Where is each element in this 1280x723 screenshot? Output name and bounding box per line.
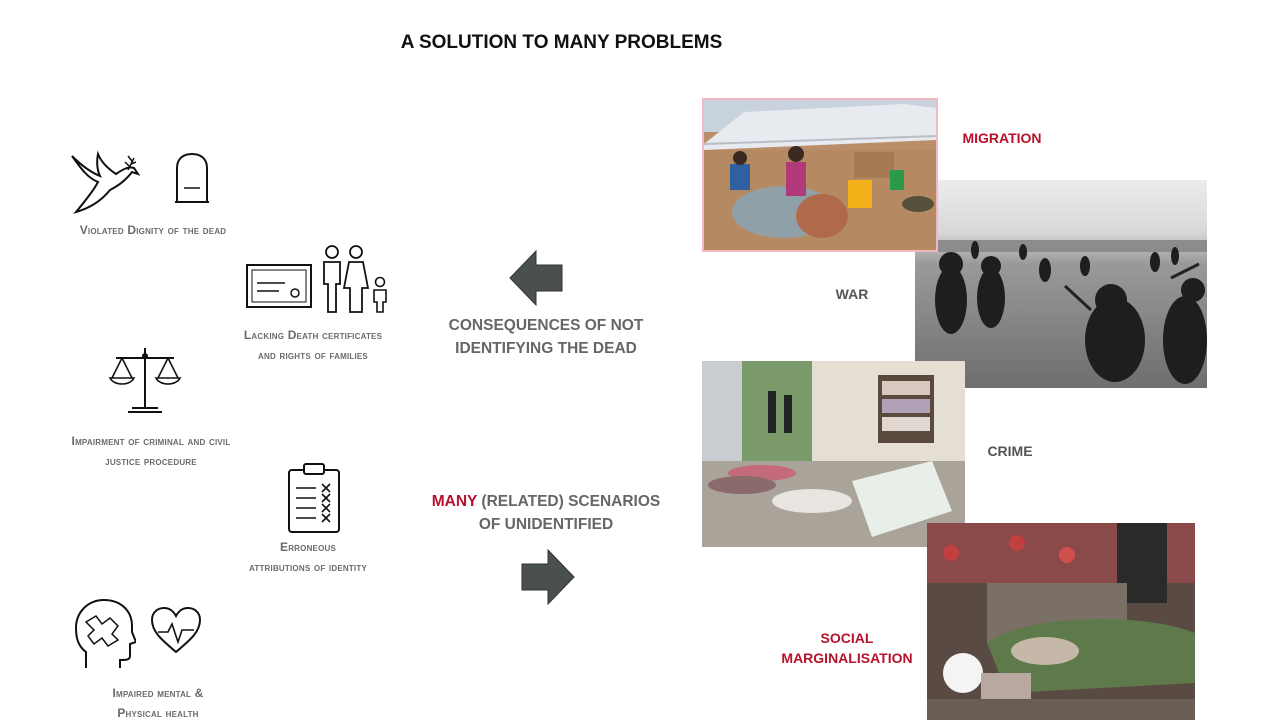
scales-icon (108, 346, 182, 414)
scenarios-heading: MANY (RELATED) SCENARIOS OF UNIDENTIFIED (420, 490, 672, 536)
scenarios-rest: (RELATED) SCENARIOS (477, 493, 661, 510)
family-icon (318, 244, 394, 314)
migration-photo (704, 100, 936, 250)
consequences-line1: CONSEQUENCES OF NOT (448, 317, 644, 334)
heart-pulse-icon (150, 606, 202, 654)
gravestone-icon (174, 152, 210, 204)
consequences-heading: CONSEQUENCES OF NOT IDENTIFYING THE DEAD (436, 314, 656, 360)
label-social-line2: MARGINALISATION (781, 650, 913, 666)
arrow-right-icon (520, 548, 576, 606)
label-crime: CRIME (987, 443, 1033, 459)
label-social-marginalisation: SOCIAL MARGINALISATION (770, 628, 924, 668)
caption-attributions: Erroneous attributions of identity (249, 540, 367, 574)
consequences-line2: IDENTIFYING THE DEAD (455, 340, 637, 357)
label-war: WAR (835, 286, 869, 302)
scenarios-line2: OF UNIDENTIFIED (478, 516, 614, 533)
caption-certificates: Lacking Death certificates and rights of… (243, 328, 383, 362)
label-migration: MIGRATION (962, 130, 1042, 146)
scenarios-accent: MANY (431, 493, 478, 510)
dove-icon (68, 150, 140, 216)
caption-health: Impaired mental & Physical health (112, 686, 204, 720)
caption-dignity: Violated Dignity of the dead (79, 223, 227, 237)
crime-photo (702, 361, 965, 547)
page-title: A SOLUTION TO MANY PROBLEMS (400, 32, 723, 53)
certificate-icon (245, 263, 313, 309)
caption-justice: Impairment of criminal and civil justice… (71, 434, 231, 468)
label-social-line1: SOCIAL (820, 630, 874, 646)
checklist-icon (286, 462, 342, 534)
arrow-left-icon (508, 249, 564, 307)
brain-puzzle-icon (74, 598, 136, 670)
war-photo (915, 180, 1207, 388)
social-marginalisation-photo (927, 523, 1195, 720)
